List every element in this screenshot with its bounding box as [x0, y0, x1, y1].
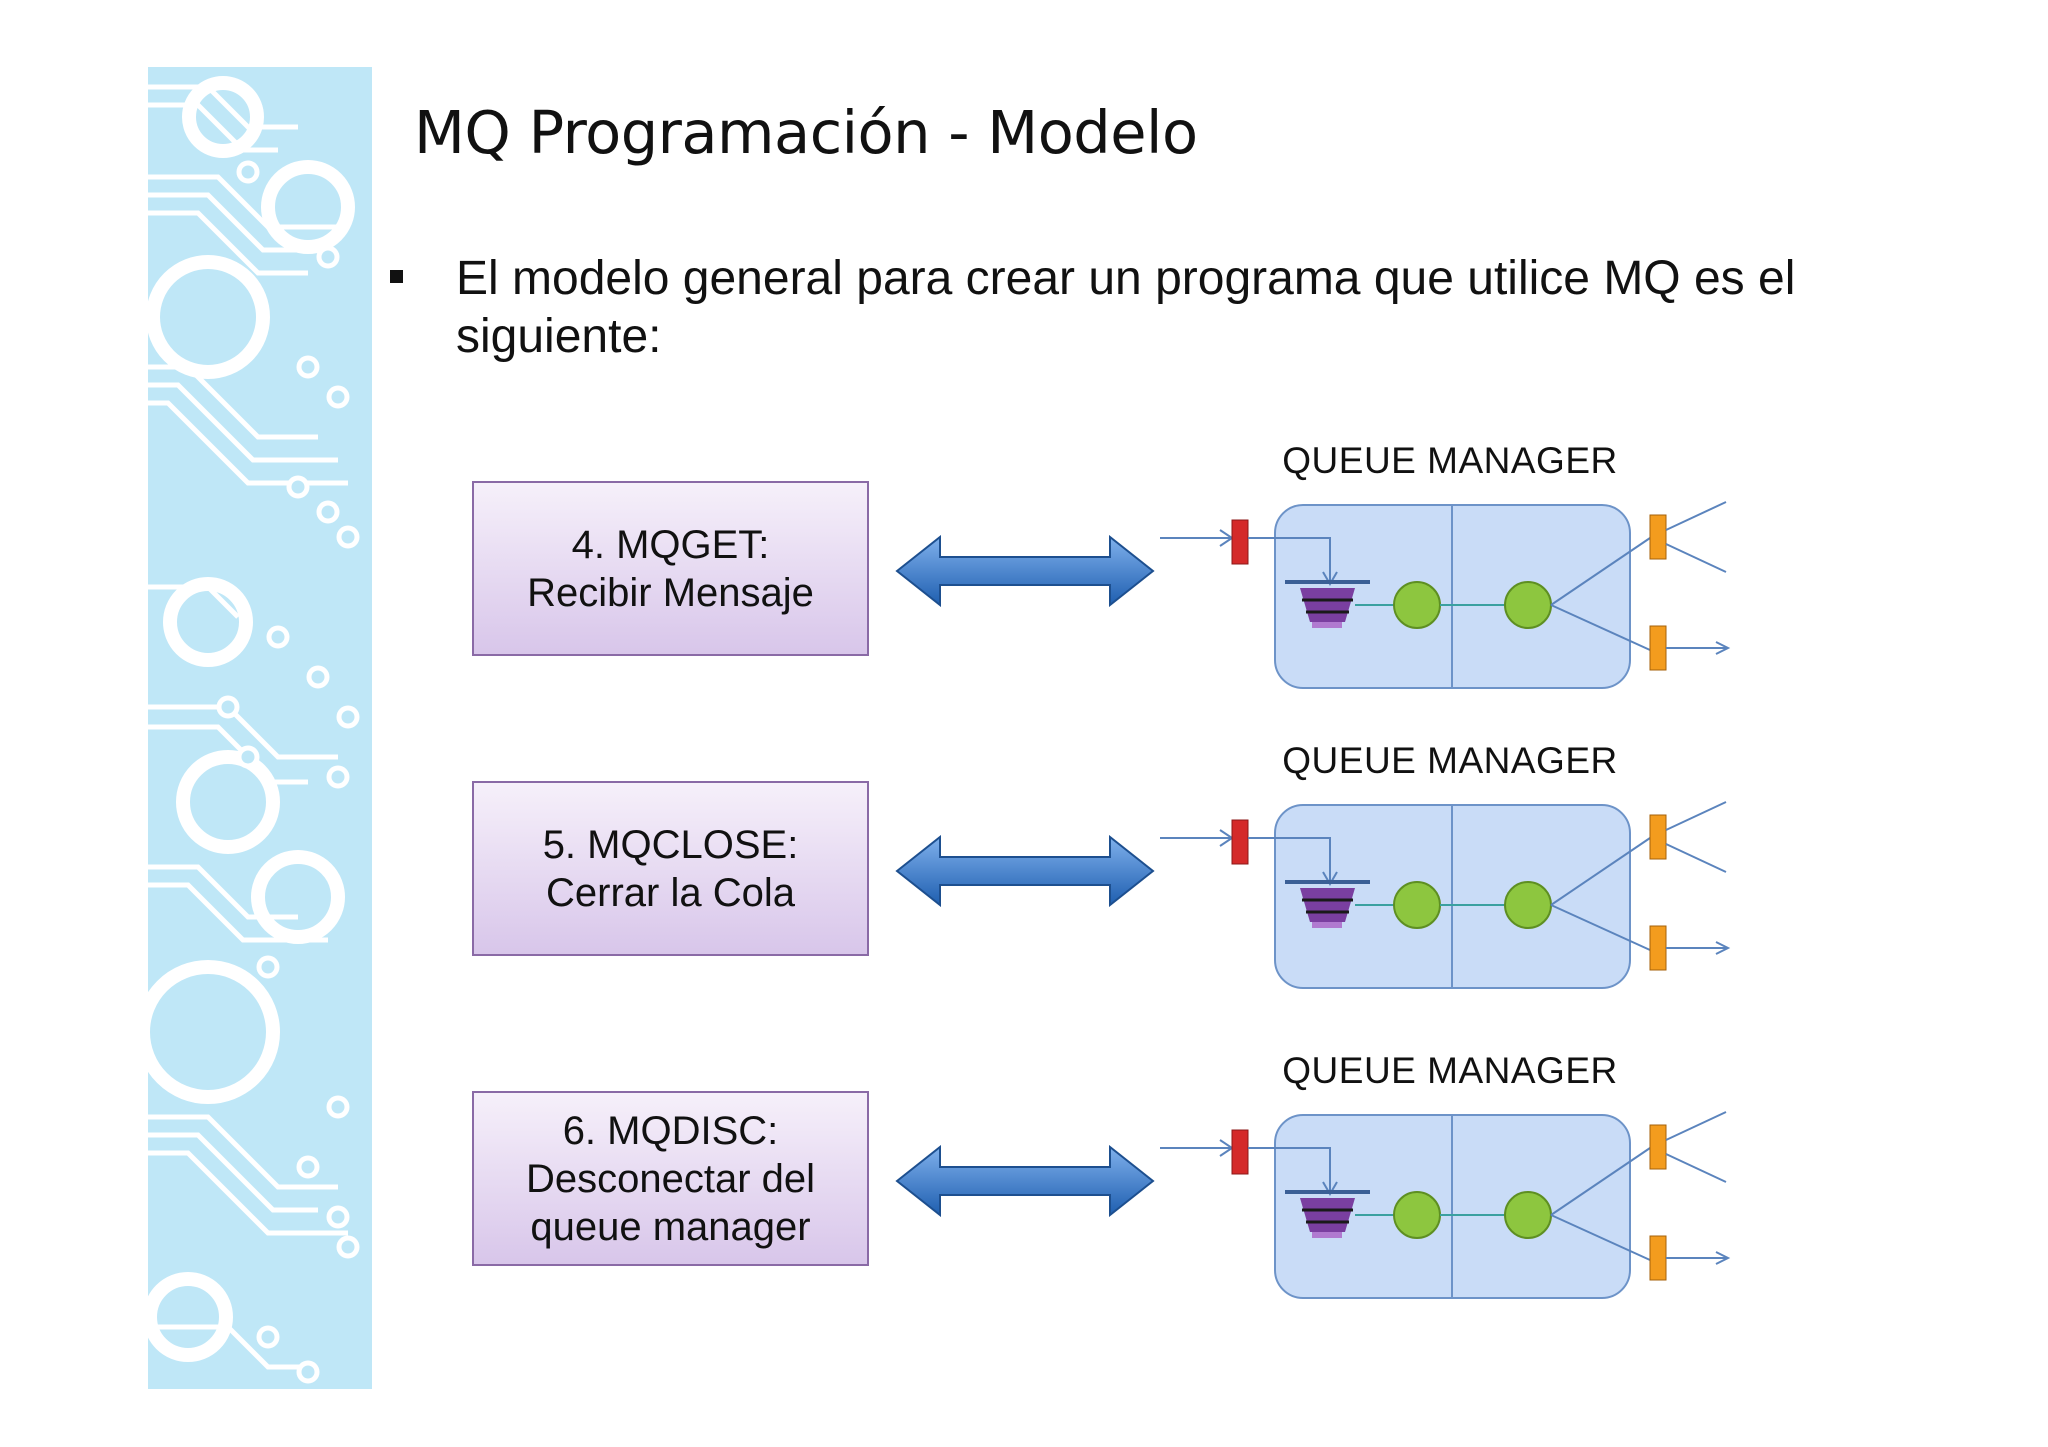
step-label: 5. MQCLOSE: Cerrar la Cola — [542, 822, 799, 915]
queue-manager-label: QUEUE MANAGER — [1282, 740, 1618, 781]
queue-manager-label: QUEUE MANAGER — [1282, 1050, 1618, 1091]
slide-title: MQ Programación - Modelo — [414, 98, 1198, 167]
bidirectional-arrow-icon — [895, 835, 1155, 907]
step-row-mqclose: QUEUE MANAGER 5. MQCLOSE: Cerrar la Cola — [0, 740, 2048, 990]
bullet-square-icon — [390, 270, 403, 283]
circuit-decoration — [148, 67, 372, 1389]
circuit-pattern-icon — [148, 76, 360, 1384]
step-box-mqclose: 5. MQCLOSE: Cerrar la Cola — [472, 781, 869, 956]
step-box-mqget: 4. MQGET: Recibir Mensaje — [472, 481, 869, 656]
queue-manager-diagram — [1160, 1111, 1731, 1299]
step-row-mqdisc: QUEUE MANAGER 6. MQDISC: Desconectar del… — [0, 1050, 2048, 1300]
queue-manager-label: QUEUE MANAGER — [1282, 440, 1618, 481]
step-label: 4. MQGET: Recibir Mensaje — [527, 522, 814, 615]
queue-manager-diagram — [1160, 501, 1731, 689]
bidirectional-arrow-icon — [895, 535, 1155, 607]
step-box-mqdisc: 6. MQDISC: Desconectar del queue manager — [472, 1091, 869, 1266]
queue-manager-diagram — [1160, 801, 1731, 989]
step-row-mqget: QUEUE MANAGER 4. MQGET: Recibir Mensaje — [0, 440, 2048, 690]
bidirectional-arrow-icon — [895, 1145, 1155, 1217]
step-label: 6. MQDISC: Desconectar del queue manager — [525, 1108, 816, 1249]
bullet-text: El modelo general para crear un programa… — [456, 252, 1796, 363]
